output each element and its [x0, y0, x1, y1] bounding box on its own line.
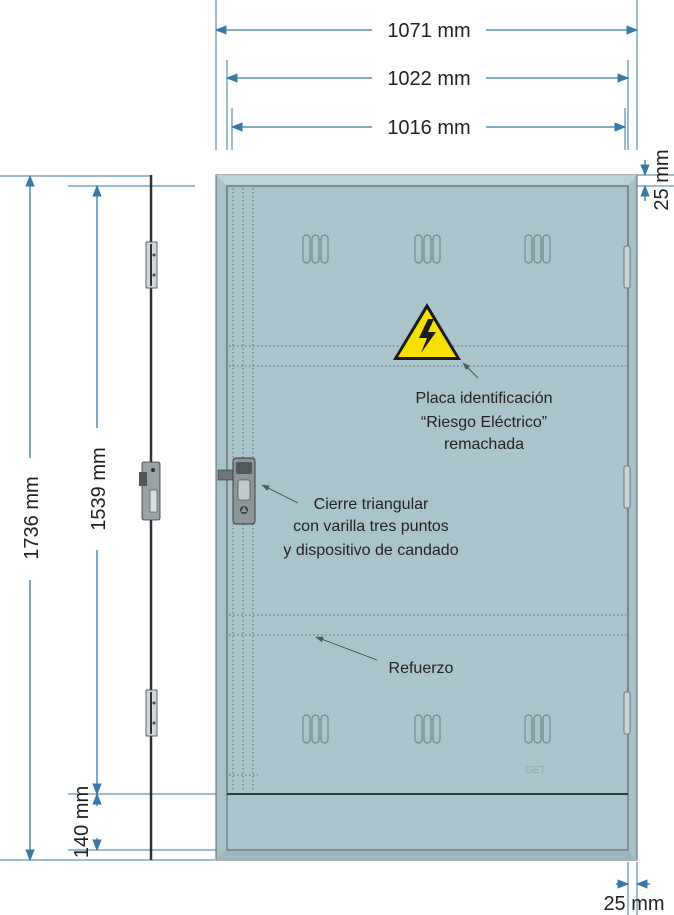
door-side-view [139, 175, 161, 860]
vent-icon [302, 234, 329, 264]
base-plinth [226, 793, 629, 851]
reinforcement-annotation: Refuerzo [389, 660, 454, 677]
plate-annotation: Placa identificación “Riesgo Eléctrico” … [416, 390, 553, 453]
frame-top-label: 25 mm [651, 149, 673, 210]
hinge-right-mid-icon [623, 465, 631, 509]
plate-note-line-1: Placa identificación [416, 390, 553, 407]
cabinet-front-view: GET [215, 174, 638, 861]
lock-annotation: Cierre triangular con varilla tres punto… [283, 496, 458, 559]
outer-width-label: 1071 mm [387, 20, 470, 42]
frame-side-dimension: 25 mm [603, 862, 665, 915]
vent-icon [414, 234, 441, 264]
triangular-lock-icon [217, 457, 256, 525]
door-height-label: 1539 mm [88, 447, 110, 530]
total-height-label: 1736 mm [21, 476, 43, 559]
vents-top [302, 234, 551, 264]
lock-side-icon [139, 461, 161, 521]
hinge-right-bottom-icon [623, 691, 631, 735]
vent-icon [524, 714, 551, 744]
door-width-label: 1022 mm [387, 68, 470, 90]
frame-side-label: 25 mm [603, 893, 664, 915]
hinge-right-top-icon [623, 245, 631, 289]
hinge-bottom-icon [145, 689, 158, 737]
door-panel [226, 185, 629, 795]
base-height-label: 140 mm [71, 786, 93, 858]
lock-note-line-2: con varilla tres puntos [293, 518, 449, 535]
vent-icon [524, 234, 551, 264]
plate-note-line-3: remachada [444, 436, 524, 453]
watermark-text: GET [525, 765, 546, 776]
annotation-leaders [261, 362, 479, 661]
width-dimensions: 1071 mm 1022 mm 1016 mm [214, 0, 639, 150]
vents-bottom [302, 714, 551, 744]
lock-note-line-1: Cierre triangular [314, 496, 429, 513]
frame-top-dimension: 25 mm [630, 149, 674, 211]
electrical-hazard-icon [393, 303, 461, 360]
height-dimensions: 1736 mm 1539 mm 140 mm [0, 174, 218, 862]
vent-icon [302, 714, 329, 744]
hinge-top-icon [145, 241, 158, 289]
lock-note-line-3: y dispositivo de candado [283, 542, 458, 559]
inner-width-label: 1016 mm [387, 117, 470, 139]
vent-icon [414, 714, 441, 744]
plate-note-line-2: “Riesgo Eléctrico” [421, 414, 547, 431]
